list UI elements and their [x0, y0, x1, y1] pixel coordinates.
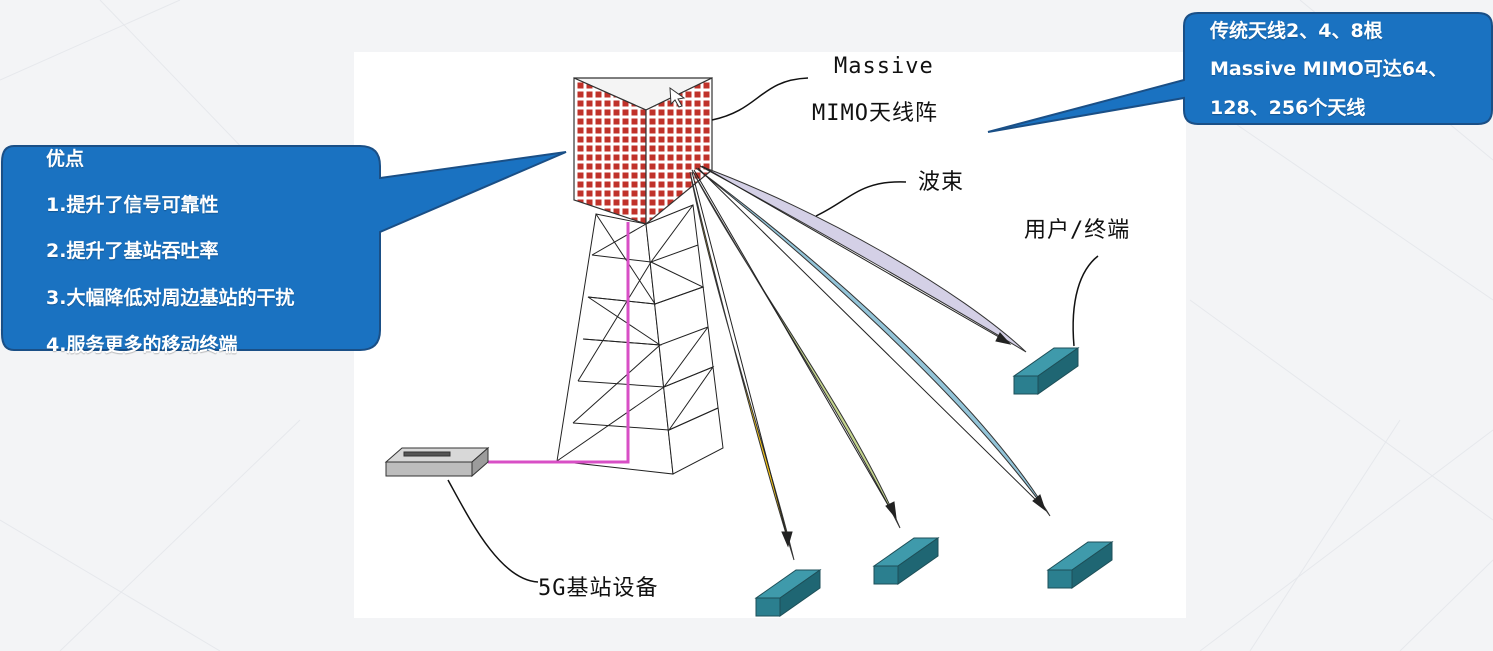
base-station-label: 5G基站设备 [538, 576, 659, 601]
callout-right-shape [987, 12, 1493, 133]
advantage-item-3: 3.大幅降低对周边基站的干扰 [46, 287, 295, 309]
base-station-leader [447, 479, 539, 583]
advantages-callout: 优点 1.提升了信号可靠性 2.提升了基站吞吐率 3.大幅降低对周边基站的干扰 … [46, 150, 376, 360]
antenna-count-line-1: 传统天线2、4、8根 [1210, 20, 1383, 42]
terminal-label: 用户/终端 [1024, 218, 1131, 243]
tower-lattice [556, 204, 724, 475]
terminal-4 [1046, 541, 1114, 589]
tower-lattice-rungs [556, 204, 719, 462]
base-station-device [384, 446, 490, 478]
leader-lines [447, 77, 1099, 583]
antenna-count-line-2: Massive MIMO可达64、 [1210, 58, 1448, 80]
advantage-item-4: 4.服务更多的移动终端 [46, 334, 238, 356]
antenna-label-line1: Massive [834, 54, 934, 79]
advantage-item-1: 1.提升了信号可靠性 [46, 194, 219, 216]
antenna-count-callout: 传统天线2、4、8根 Massive MIMO可达64、 128、256个天线 [1210, 22, 1480, 122]
diagram-panel [354, 52, 1186, 618]
antenna-count-line-3: 128、256个天线 [1210, 97, 1366, 119]
antenna-label-line2: MIMO天线阵 [812, 101, 938, 126]
terminal-leader [1072, 255, 1099, 347]
advantage-item-2: 2.提升了基站吞吐率 [46, 240, 219, 262]
terminal-3 [872, 537, 940, 585]
beam-leader [815, 181, 907, 217]
user-terminals [754, 347, 1114, 617]
cursor-icon [669, 86, 686, 108]
antenna-array [573, 77, 713, 226]
terminal-1 [1012, 347, 1080, 395]
advantages-title: 优点 [46, 148, 85, 170]
antenna-leader [711, 77, 809, 121]
callout-left-shape [0, 145, 567, 351]
beam-label: 波束 [918, 170, 965, 195]
beam-arrows [691, 165, 1046, 548]
beam-blue [695, 167, 1051, 517]
fiber-cable [488, 222, 630, 464]
beam-lavender [699, 165, 1027, 353]
terminal-2 [754, 569, 822, 617]
beams [689, 165, 1051, 561]
beam-green [691, 169, 901, 529]
